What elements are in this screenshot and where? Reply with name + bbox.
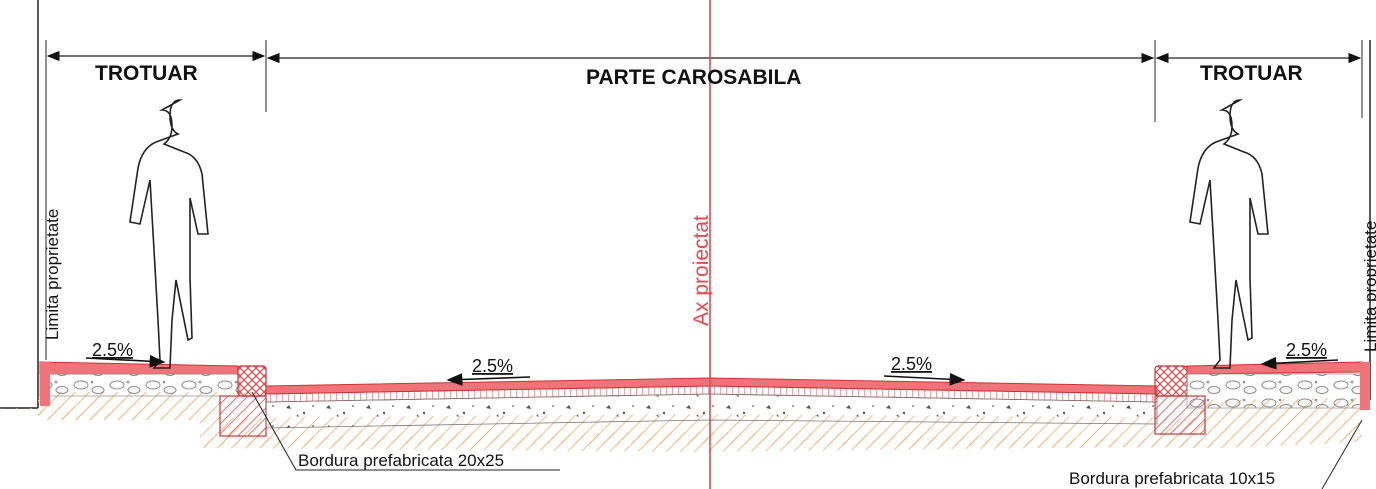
- right-curb-top: [1154, 365, 1188, 397]
- slope-road-right-label: 2.5%: [891, 354, 932, 374]
- slope-arrow-right-sidewalk: [1260, 356, 1339, 370]
- slope-road-left-label: 2.5%: [472, 356, 513, 376]
- left-sidewalk-asphalt: [39, 361, 239, 375]
- curb-right-label: Bordura prefabricata 10x15: [1069, 469, 1275, 488]
- property-limit-label-left: Limita proprietate: [43, 209, 62, 340]
- zone-right-sidewalk: TROTUAR: [1200, 62, 1303, 85]
- pedestrian-right-icon: [1189, 99, 1269, 369]
- project-axis-label: Ax proiectat: [690, 215, 713, 326]
- zone-left-sidewalk: TROTUAR: [95, 62, 198, 85]
- leader-left-curb: [251, 391, 560, 471]
- zone-roadway: PARTE CAROSABILA: [586, 66, 801, 89]
- slope-left-sidewalk-label: 2.5%: [92, 340, 133, 360]
- slope-arrow-road-left: [446, 373, 531, 386]
- left-sidewalk-gravel: [39, 373, 241, 397]
- left-curb-base: [219, 395, 267, 437]
- pedestrian-left-icon: [129, 99, 209, 369]
- slope-arrow-road-right: [883, 372, 966, 386]
- slope-right-sidewalk-label: 2.5%: [1286, 340, 1327, 360]
- left-sidewalk-foundation: [38, 392, 220, 420]
- leader-right-curb: [1321, 419, 1363, 489]
- property-limit-label-right: Limita proprietate: [1361, 221, 1376, 352]
- left-sidewalk-edge: [40, 362, 50, 406]
- curb-left-label: Bordura prefabricata 20x25: [298, 451, 504, 470]
- right-sidewalk-edge: [1360, 362, 1370, 410]
- right-sidewalk-gravel: [1186, 373, 1363, 409]
- slope-arrow-left-sidewalk: [85, 354, 166, 368]
- left-curb-top: [237, 365, 267, 397]
